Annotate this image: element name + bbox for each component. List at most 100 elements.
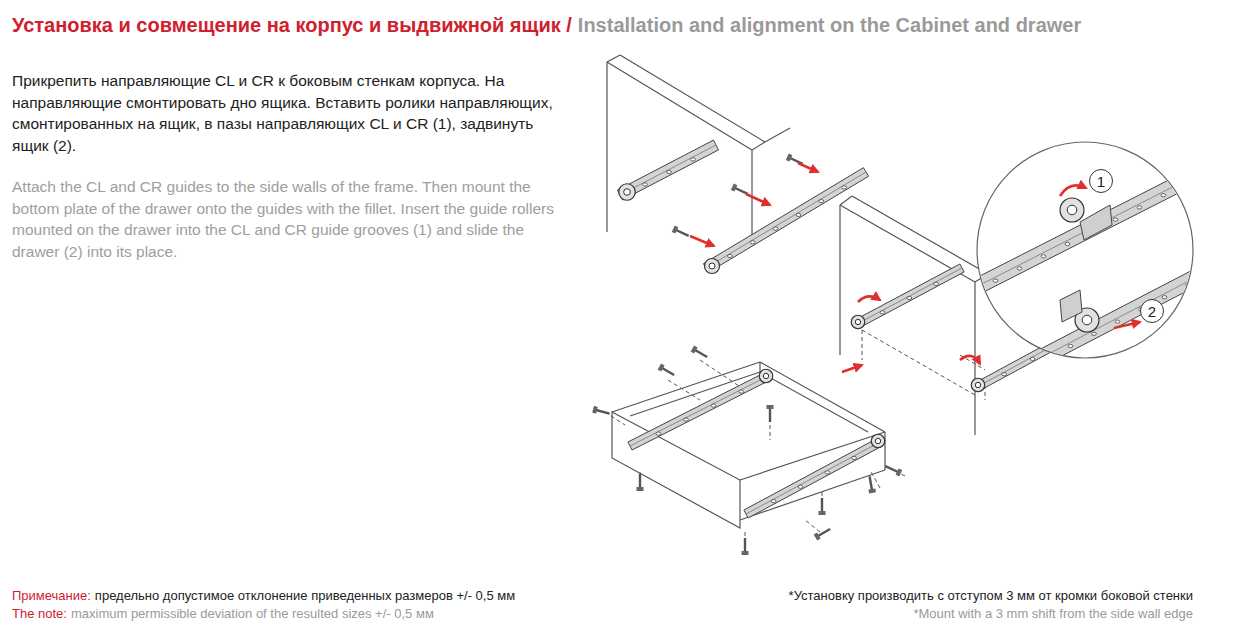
note-row: Примечание:предельно допустимое отклонен… <box>12 588 515 603</box>
mount-note-translation: *Mount with a 3 mm shift from the side w… <box>913 606 1193 621</box>
red-arrow <box>690 163 980 372</box>
guide-roller <box>624 189 631 196</box>
magnifier <box>966 161 1213 399</box>
screw <box>896 468 903 476</box>
cabinet-outline <box>607 55 620 62</box>
guide-rail <box>628 369 773 450</box>
guide-bracket <box>1080 205 1112 240</box>
guide-rail <box>739 390 744 393</box>
guide-rail <box>750 241 755 244</box>
callout-number: 2 <box>1140 299 1164 323</box>
guide-rail <box>1113 218 1118 221</box>
screw <box>735 188 748 194</box>
guide-rail <box>975 270 1210 392</box>
screw <box>767 405 774 422</box>
drawer-front <box>612 412 740 528</box>
guide-rail <box>993 279 998 282</box>
mount-note: *Установку производить с отступом 3 мм о… <box>789 588 1193 603</box>
guide-rail <box>851 264 964 329</box>
screw <box>819 511 826 515</box>
guide-rail <box>1030 357 1035 360</box>
guide-rail <box>771 500 776 503</box>
guide-rail <box>643 183 648 186</box>
cabinet-outline <box>862 330 863 360</box>
guide-rail <box>744 434 885 518</box>
drawer-outline <box>668 380 700 400</box>
guide-rail <box>684 418 689 421</box>
guide-rail <box>1068 344 1073 347</box>
screw <box>742 551 749 555</box>
guide-rail <box>617 140 718 200</box>
guide-roller <box>875 438 880 443</box>
red-arrow <box>746 194 770 205</box>
guide-rail <box>1137 206 1142 209</box>
guide-rail <box>1185 181 1190 184</box>
guide-rail <box>1041 255 1046 258</box>
screw <box>672 226 690 240</box>
screw <box>637 474 644 491</box>
guide-rail <box>1017 267 1022 270</box>
guide-rail <box>617 140 718 200</box>
screw <box>767 405 774 409</box>
cabinet-outline <box>606 62 607 232</box>
guide-roller <box>1082 315 1092 325</box>
screw <box>819 498 826 515</box>
screw <box>596 410 610 414</box>
guide-rail <box>853 264 964 329</box>
screw <box>592 406 610 417</box>
guide-rail <box>798 485 803 488</box>
screw <box>672 226 679 234</box>
guide-rail <box>711 404 716 407</box>
guide-rail <box>667 170 672 173</box>
screw <box>592 406 598 414</box>
guide-rail <box>842 186 847 189</box>
screw <box>676 230 689 236</box>
guide-roller <box>759 369 773 383</box>
drawer-outline <box>760 362 885 432</box>
screw <box>870 476 872 490</box>
red-arrow <box>960 356 980 364</box>
magnifier <box>977 142 1193 358</box>
guide-rail <box>855 268 962 325</box>
drawer-outline <box>805 520 820 532</box>
screw <box>662 368 674 375</box>
guide-roller <box>855 319 860 324</box>
screw <box>742 538 749 555</box>
guide-rail <box>630 376 768 446</box>
cabinet-outline <box>752 142 765 150</box>
guide-rail <box>1002 373 1007 376</box>
guide-rail <box>1115 320 1120 323</box>
guide-bracket <box>1060 290 1082 322</box>
cabinet-outline <box>852 196 988 274</box>
guide-rail <box>825 471 830 474</box>
instruction-text: Прикрепить направляющие CL и CR к боковы… <box>12 70 574 156</box>
guide-roller <box>619 184 636 201</box>
guide-rail <box>773 227 778 230</box>
guide-rail <box>1162 296 1167 299</box>
screw <box>868 488 876 493</box>
guide-roller <box>971 378 985 392</box>
cabinet-outline <box>960 355 985 370</box>
guide-roller <box>1060 198 1084 222</box>
title: Установка и совмещение на корпус и выдви… <box>12 14 572 37</box>
screw <box>769 408 771 422</box>
instruction-translation: Attach the CL and CR guides to the side … <box>12 176 574 262</box>
red-arrow <box>690 236 714 246</box>
screw <box>695 350 707 357</box>
guide-rail <box>1092 332 1097 335</box>
callout-number: 1 <box>1097 174 1105 189</box>
cabinet-outline <box>607 62 752 150</box>
guide-roller <box>975 382 980 387</box>
guide-roller <box>709 263 715 269</box>
guide-rail <box>934 282 939 285</box>
header-row: Установка и совмещение на корпус и выдви… <box>12 14 1081 37</box>
guide-rail <box>971 263 1213 399</box>
screw <box>592 154 902 555</box>
guide-rail <box>966 161 1213 297</box>
cabinet-outline <box>840 196 852 205</box>
screw <box>639 474 641 488</box>
drawer-outline <box>884 432 885 470</box>
screw <box>884 463 902 477</box>
cabinet-outline <box>751 150 752 240</box>
cabinet-outline <box>607 55 1000 435</box>
